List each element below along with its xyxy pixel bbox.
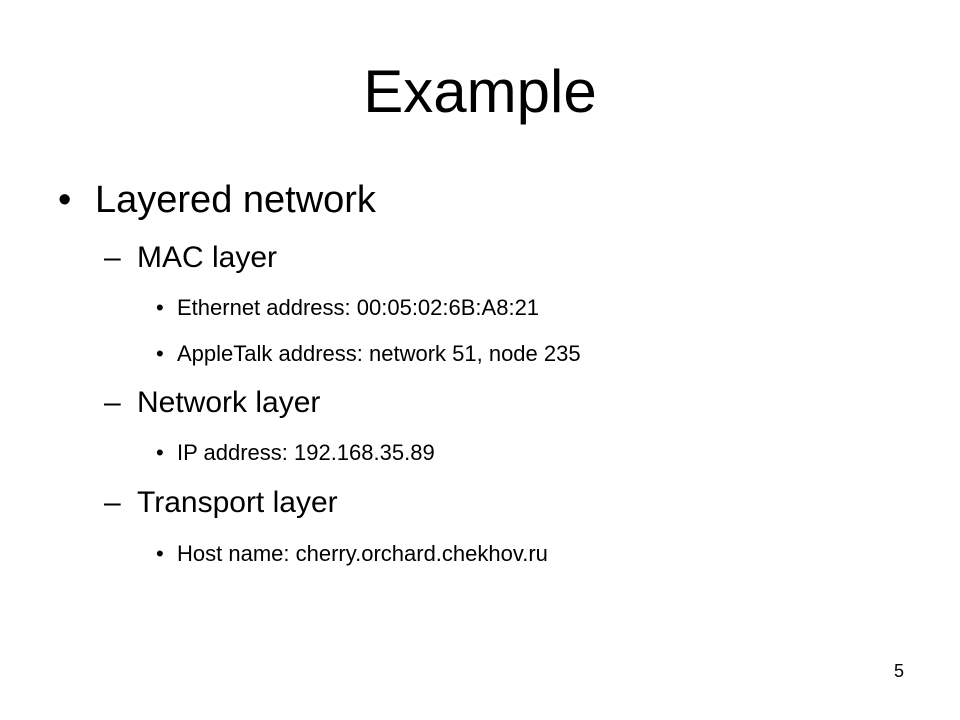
detail-ip-address: • IP address: 192.168.35.89 — [0, 439, 960, 467]
detail-ethernet-address: • Ethernet address: 00:05:02:6B:A8:21 — [0, 294, 960, 322]
bullet-text: Layered network — [95, 179, 376, 221]
bullet-icon: • — [156, 440, 164, 465]
detail-text: IP address: 192.168.35.89 — [177, 440, 435, 465]
subbullet-text: Transport layer — [137, 486, 338, 519]
dash-icon: – — [104, 241, 121, 274]
detail-host-name: • Host name: cherry.orchard.chekhov.ru — [0, 540, 960, 568]
dash-icon: – — [104, 386, 121, 419]
dash-icon: – — [104, 486, 121, 519]
subbullet-network-layer: – Network layer — [0, 385, 960, 421]
subbullet-text: MAC layer — [137, 241, 278, 274]
subbullet-transport-layer: – Transport layer — [0, 485, 960, 521]
bullet-icon: • — [58, 179, 72, 221]
detail-appletalk-address: • AppleTalk address: network 51, node 23… — [0, 340, 960, 368]
detail-text: Ethernet address: 00:05:02:6B:A8:21 — [177, 295, 540, 320]
slide-title: Example — [363, 58, 597, 125]
detail-text: Host name: cherry.orchard.chekhov.ru — [177, 541, 548, 566]
bullet-icon: • — [156, 341, 164, 366]
subbullet-text: Network layer — [137, 386, 321, 419]
detail-text: AppleTalk address: network 51, node 235 — [177, 341, 581, 366]
page-number: 5 — [893, 661, 904, 681]
bullet-icon: • — [156, 541, 164, 566]
bullet-layered-network: • Layered network — [0, 178, 960, 222]
subbullet-mac-layer: – MAC layer — [0, 240, 960, 276]
bullet-icon: • — [156, 295, 164, 320]
